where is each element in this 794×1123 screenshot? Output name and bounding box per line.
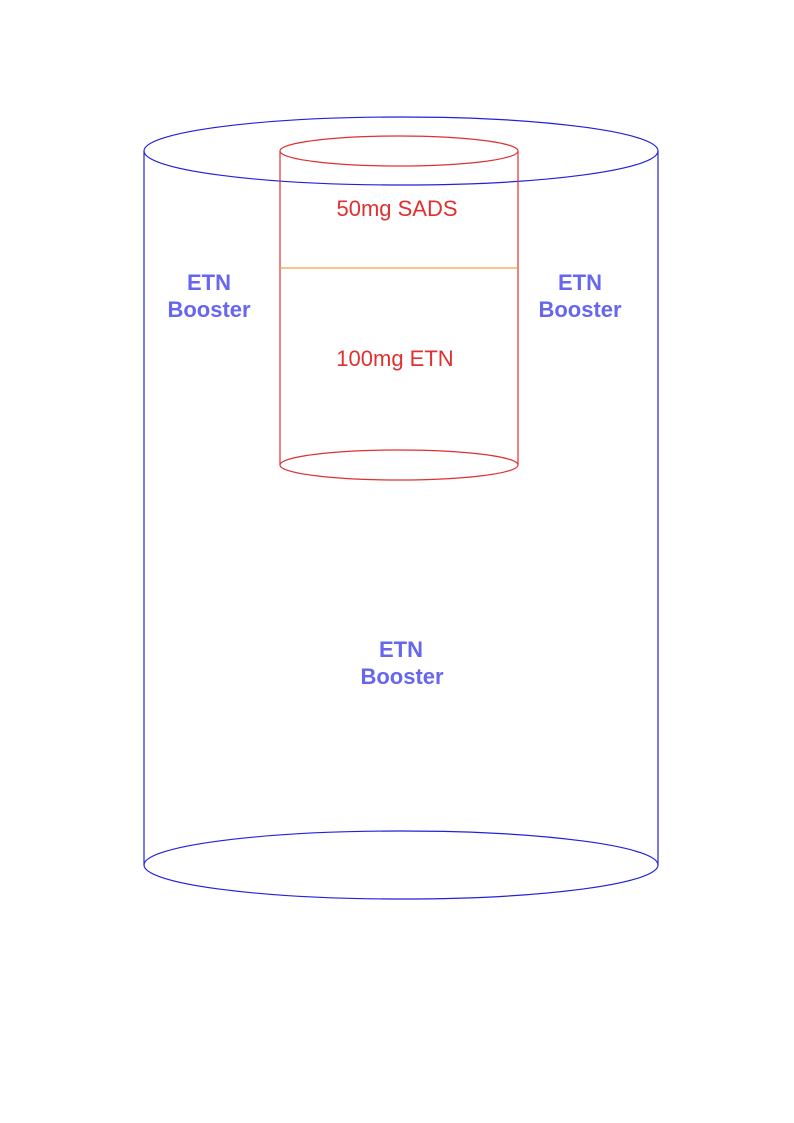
- outer-cylinder-bottom: [143, 830, 659, 900]
- outer-left-label-line-2: Booster: [167, 297, 251, 322]
- inner-bottom-layer-label: 100mg ETN: [336, 346, 453, 371]
- inner-cylinder-bottom: [279, 449, 519, 481]
- inner-top-layer-label: 50mg SADS: [336, 196, 457, 221]
- outer-left-label-line-1: ETN: [187, 270, 231, 295]
- inner-cylinder: [279, 135, 519, 481]
- outer-bottom-label: ETN Booster: [360, 637, 444, 689]
- outer-cylinder: [143, 116, 659, 900]
- outer-cylinder-top: [143, 116, 659, 186]
- inner-cylinder-top: [279, 135, 519, 167]
- outer-bottom-label-line-1: ETN: [379, 637, 423, 662]
- outer-right-label-line-2: Booster: [538, 297, 622, 322]
- outer-right-label: ETN Booster: [538, 270, 622, 322]
- outer-right-label-line-1: ETN: [558, 270, 602, 295]
- outer-bottom-label-line-2: Booster: [360, 664, 444, 689]
- outer-left-label: ETN Booster: [167, 270, 251, 322]
